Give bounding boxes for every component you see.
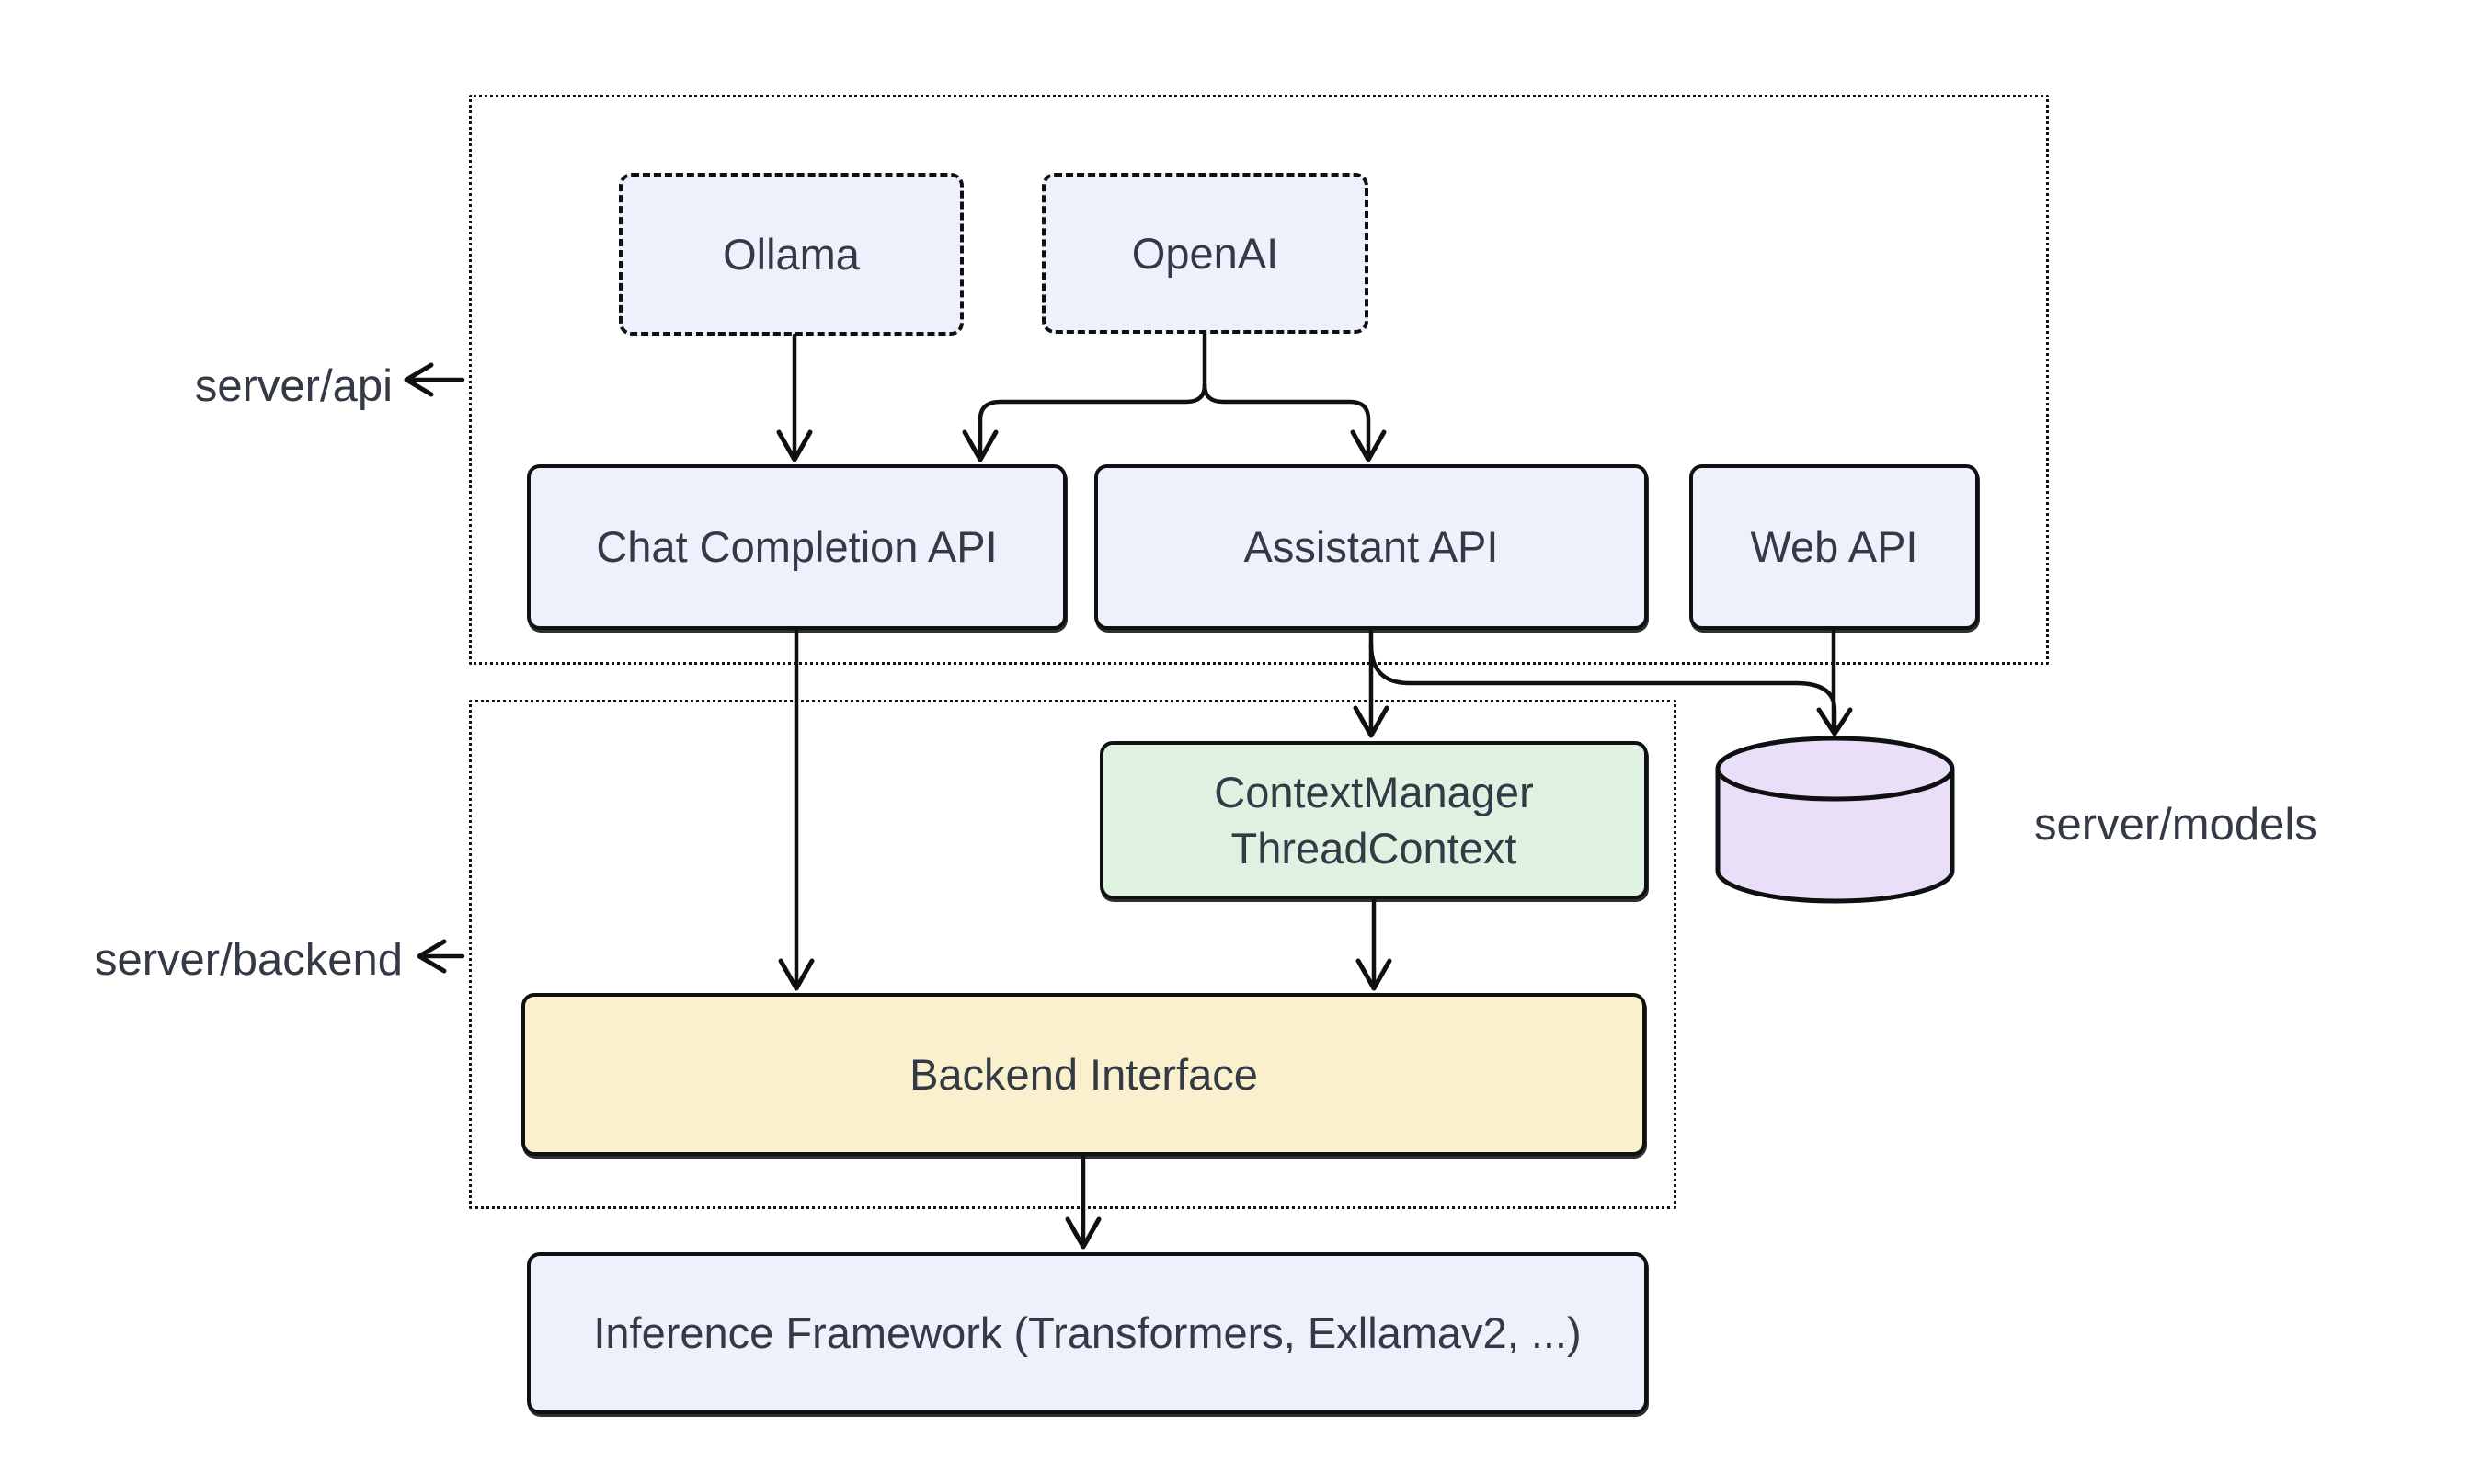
node-context-manager-line1: ContextManager bbox=[1214, 767, 1534, 816]
node-sqlite-label: sqlite bbox=[1785, 817, 1885, 865]
node-backend-interface-label: Backend Interface bbox=[909, 1049, 1258, 1099]
node-inference-framework-label: Inference Framework (Transformers, Exlla… bbox=[593, 1308, 1582, 1358]
node-chat-completion-api: Chat Completion API bbox=[527, 464, 1067, 630]
node-web-api: Web API bbox=[1689, 464, 1979, 630]
node-context-manager-line2: ThreadContext bbox=[1230, 824, 1517, 873]
node-inference-framework: Inference Framework (Transformers, Exlla… bbox=[527, 1252, 1648, 1414]
container-server-api bbox=[469, 95, 2049, 665]
label-server-models: server/models bbox=[2034, 800, 2317, 850]
arrowhead-label-server-api bbox=[404, 362, 434, 397]
container-server-backend bbox=[469, 700, 1676, 1209]
arrowhead-label-server-backend bbox=[417, 939, 447, 974]
node-chat-completion-api-label: Chat Completion API bbox=[596, 522, 998, 572]
node-openai-label: OpenAI bbox=[1131, 228, 1279, 278]
label-server-api: server/api bbox=[194, 361, 393, 411]
node-assistant-api-label: Assistant API bbox=[1243, 522, 1499, 572]
node-backend-interface: Backend Interface bbox=[521, 993, 1646, 1156]
node-context-manager: ContextManager ThreadContext bbox=[1100, 741, 1648, 899]
node-web-api-label: Web API bbox=[1750, 522, 1918, 572]
node-openai: OpenAI bbox=[1042, 173, 1368, 334]
node-assistant-api: Assistant API bbox=[1094, 464, 1648, 630]
arrowhead-sqlite bbox=[1816, 707, 1853, 736]
node-ollama: Ollama bbox=[619, 173, 964, 336]
node-ollama-label: Ollama bbox=[723, 229, 860, 279]
label-server-backend: server/backend bbox=[94, 935, 403, 985]
arrowhead-backend-inference bbox=[1065, 1216, 1102, 1250]
